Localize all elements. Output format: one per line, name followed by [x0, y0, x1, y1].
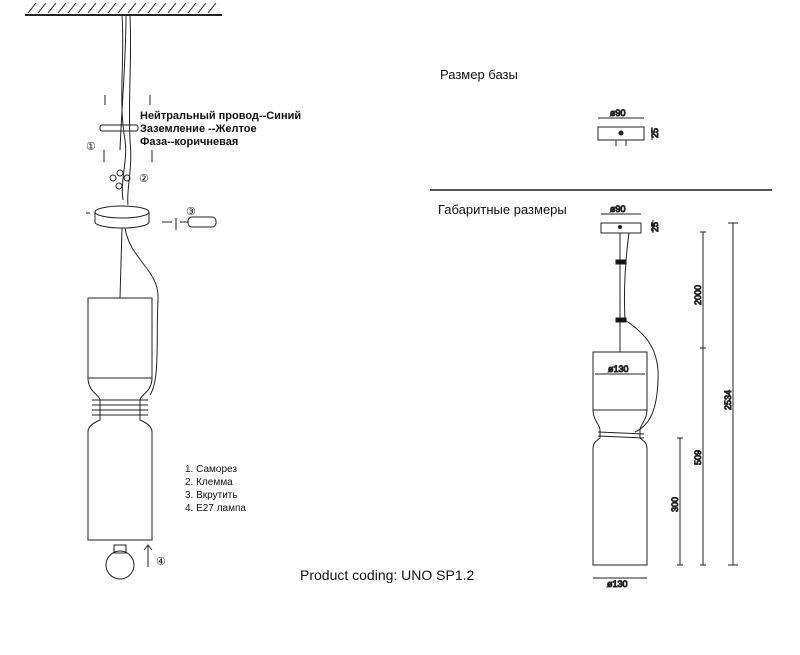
legend-item: 1. Саморез [185, 464, 237, 475]
cord-length-label: 2000 [693, 285, 703, 305]
body-length-label: 509 [693, 450, 703, 465]
lower-length-label: 300 [670, 497, 680, 512]
base-drawing [597, 117, 653, 146]
marker-4: ④ [156, 556, 166, 568]
legend-item: 3. Вкрутить [185, 490, 238, 501]
overall-base-diameter-label: ø90 [610, 204, 626, 214]
overall-base-height-label: 25 [650, 222, 660, 232]
legend-item: 2. Клемма [185, 477, 233, 488]
dimension-drawing [592, 213, 738, 579]
base-diameter-label: ø90 [610, 108, 626, 118]
ceiling-hatch [25, 2, 222, 16]
wiring-note-neutral: Нейтральный провод--Синий [140, 110, 302, 122]
shade-diameter-label: ø130 [608, 364, 629, 374]
total-length-label: 2534 [723, 390, 733, 410]
product-coding: Product coding: UNO SP1.2 [300, 567, 475, 583]
marker-3: ③ [186, 206, 196, 218]
overall-size-title: Габаритные размеры [438, 202, 567, 217]
base-size-title: Размер базы [440, 67, 518, 82]
marker-1: ① [86, 141, 96, 153]
base-height-label: 25 [650, 128, 660, 138]
exploded-lamp [86, 14, 217, 580]
legend-item: 4. E27 лампа [185, 503, 246, 514]
legend: 1. Саморез 2. Клемма 3. Вкрутить 4. E27 … [185, 463, 246, 515]
wiring-note-phase: Фаза--коричневая [140, 136, 239, 148]
marker-2: ② [139, 173, 149, 185]
bottom-diameter-label: ø130 [607, 579, 628, 589]
wiring-note-ground: Заземление --Желтое [140, 123, 257, 135]
